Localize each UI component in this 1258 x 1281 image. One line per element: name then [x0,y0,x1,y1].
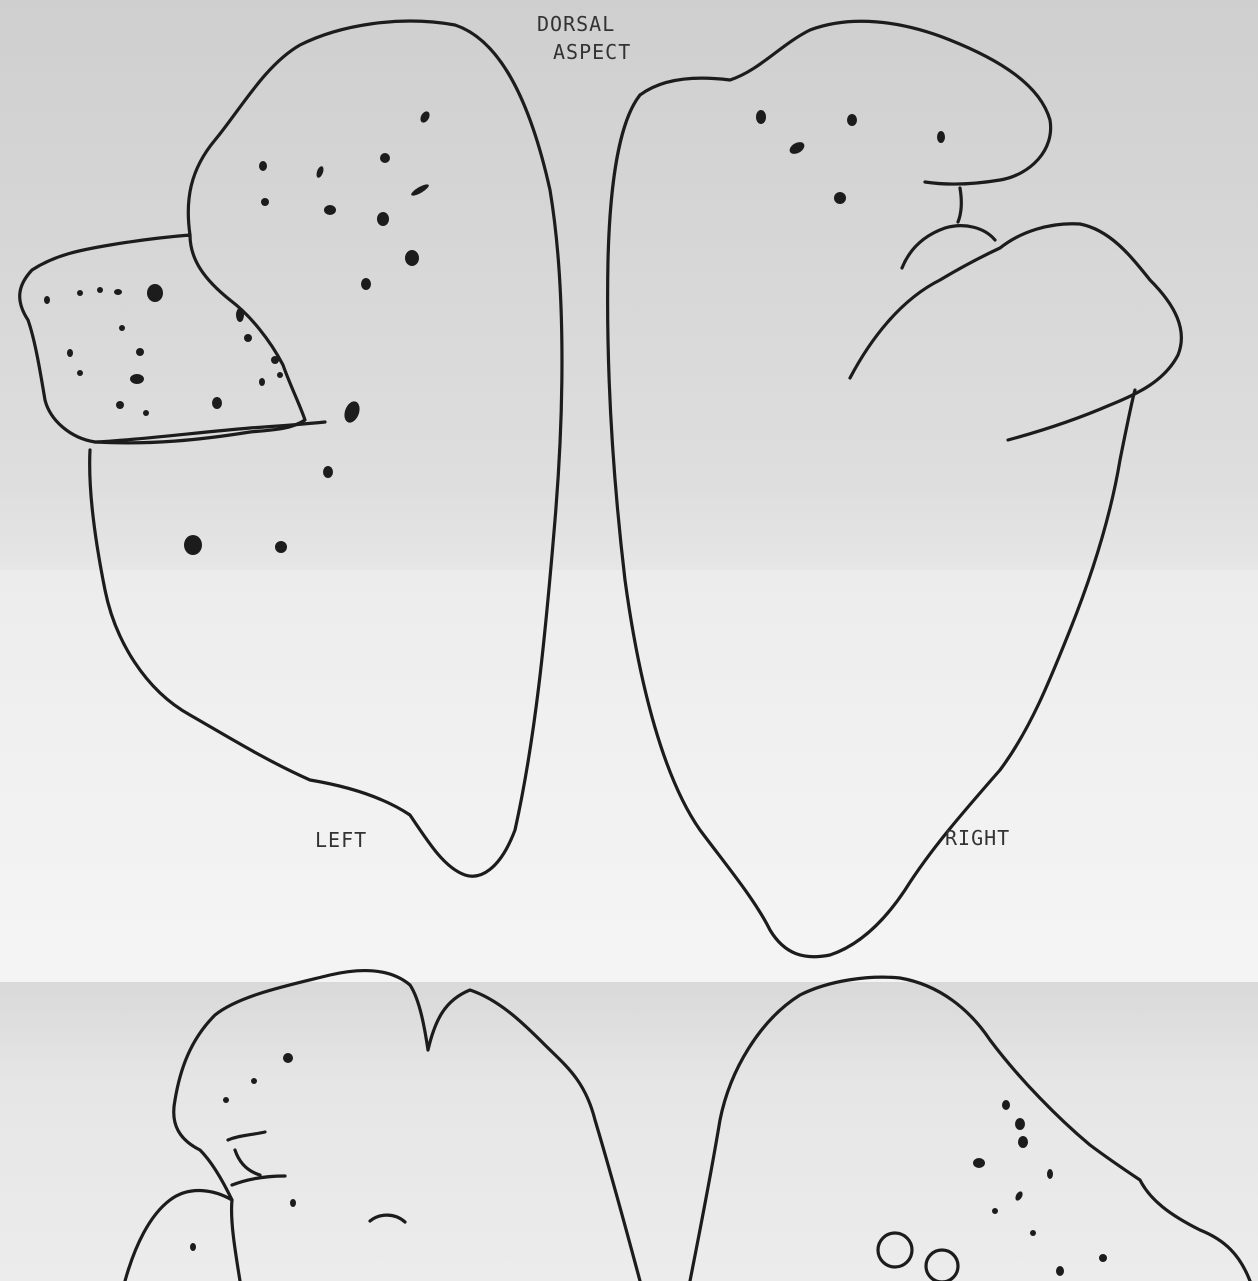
lesion-dot [992,1208,998,1214]
left-lung-main-outline [90,21,562,876]
right-lung-hilum-line [958,188,961,222]
lesion-dot [136,348,144,356]
lesion-dot [405,250,419,266]
right-lung-lower-view [690,977,1250,1281]
lesion-dot [244,334,252,342]
right-lung-main-outline [640,21,1051,184]
lesion-dot [847,114,857,126]
lesion-dot [77,370,83,376]
lesion-dot [67,349,73,357]
lesion-dot [1047,1169,1053,1179]
lesion-dot [116,401,124,409]
lesion-dot [377,212,389,226]
lesion-dot [380,153,390,163]
lesion-dot [259,161,267,171]
lesion-dot [190,1243,196,1251]
lesion-dot [315,165,325,178]
left-lung-lower-outline [125,1191,240,1281]
lesion-dot [419,110,432,124]
lesion-dot [283,1053,293,1063]
lesion-dot [323,466,333,478]
lesion-dot [1018,1136,1028,1148]
lesion-dot [97,287,103,293]
lesion-dot [290,1199,296,1207]
lesion-dot [77,290,83,296]
lesion-dot [223,1097,229,1103]
lesion-dot [119,325,125,331]
left-lung-upper-drawing [20,21,562,876]
lesion-dots [44,110,1107,1276]
lesion-dot [259,378,265,386]
lesion-dot [277,372,283,378]
lesion-dot [275,541,287,553]
lesion-dot [756,110,766,124]
right-side-label: RIGHT [945,826,1010,850]
heading-aspect: ASPECT [553,40,631,64]
lesion-dot [251,1078,257,1084]
lesion-dot [1002,1100,1010,1110]
lesion-dot [147,284,163,302]
lesion-dot [973,1158,985,1168]
lesion-dot [44,296,50,304]
right-lung-node-circle-1 [878,1233,912,1267]
lesion-dot [937,131,945,143]
lesion-dot [261,198,269,206]
lesion-dot [1015,1118,1025,1130]
lesion-dot [361,278,371,290]
right-lung-fissure-small [902,226,995,268]
lesion-dot [1030,1230,1036,1236]
heading-dorsal: DORSAL [537,12,615,36]
left-side-label: LEFT [315,828,367,852]
lesion-dot [834,192,846,204]
right-lung-node-circle-2 [926,1250,958,1281]
lesion-dot [130,374,144,384]
lesion-dot [324,205,336,215]
lesion-dot [212,397,222,409]
left-lung-lower-fissure [228,1132,285,1185]
lesion-dot [143,410,149,416]
lesion-dot [1099,1254,1107,1262]
lesion-dot [1056,1266,1064,1276]
lesion-dot [114,289,122,295]
lesion-dot [1014,1190,1024,1202]
left-lung-lobe-fissure [20,235,305,443]
left-lung-lower-view [125,971,640,1281]
lesion-dot [236,308,244,322]
left-lung-lower-top-outline [174,971,640,1281]
lesion-dot [788,140,807,157]
lesion-dot [271,356,279,364]
lesion-dot [410,182,430,197]
right-lung-lower-outline [690,977,1250,1281]
lesion-dot [342,399,363,424]
lesion-dot [184,535,202,555]
left-lung-lower-arc [370,1215,405,1222]
right-lung-upper-drawing [608,21,1182,956]
